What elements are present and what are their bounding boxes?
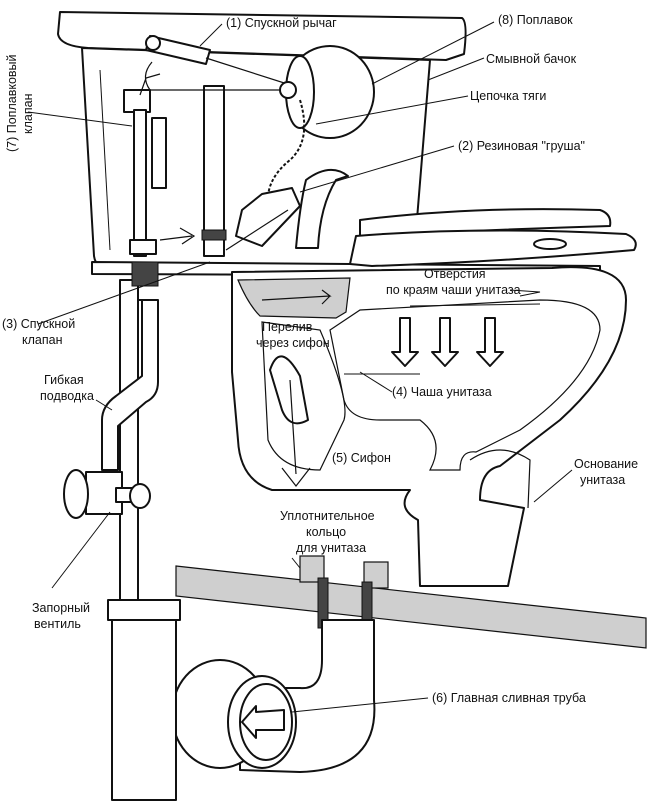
label-hose-line2: подводка [40,389,94,403]
label-rim-holes-line2: по краям чаши унитаза [386,283,521,297]
label-shutoff-line2: вентиль [34,617,81,631]
label-base-line2: унитаза [580,473,625,487]
supply-line [63,261,181,801]
label-shutoff-line1: Запорный [32,601,90,615]
label-flush-valve-line1: (3) Спускной [2,317,75,331]
lift-chain [267,99,306,197]
toilet-seat [349,208,637,267]
label-float-valve: (7) Поплавковый клапан [5,54,35,152]
refill-arrow [159,227,196,245]
label-base-line1: Основание [574,457,638,471]
label-tank: Смывной бачок [486,52,577,66]
label-seal-line2: кольцо [306,525,346,539]
overflow-tube [201,85,227,257]
label-siphon: (5) Сифон [332,451,391,465]
label-bowl: (4) Чаша унитаза [392,385,492,399]
toilet-bowl [231,266,627,587]
label-rim-holes-line1: Отверстия [424,267,486,281]
rim-arrows [391,317,504,367]
label-overflow-line1: Перелив [262,320,313,334]
label-seal-line3: для унитаза [296,541,366,555]
floor [175,565,647,649]
label-flapper: (2) Резиновая "груша" [458,139,585,153]
label-chain: Цепочка тяги [470,89,546,103]
label-flush-valve-line2: клапан [22,333,63,347]
label-float: (8) Поплавок [498,13,573,27]
label-hose-line1: Гибкая [44,373,84,387]
flush-lever [144,35,301,91]
label-seal-line1: Уплотнительное [280,509,375,523]
float-valve [123,73,167,257]
label-float-valve-line2: клапан [21,93,35,134]
label-drain: (6) Главная сливная труба [432,691,586,705]
label-lever: (1) Спускной рычаг [226,16,337,30]
label-overflow-line2: через сифон [256,336,330,350]
float [150,45,375,139]
drain-pipe [171,619,376,773]
label-float-valve-line1: (7) Поплавковый [5,54,19,152]
leader-lines [27,21,573,713]
